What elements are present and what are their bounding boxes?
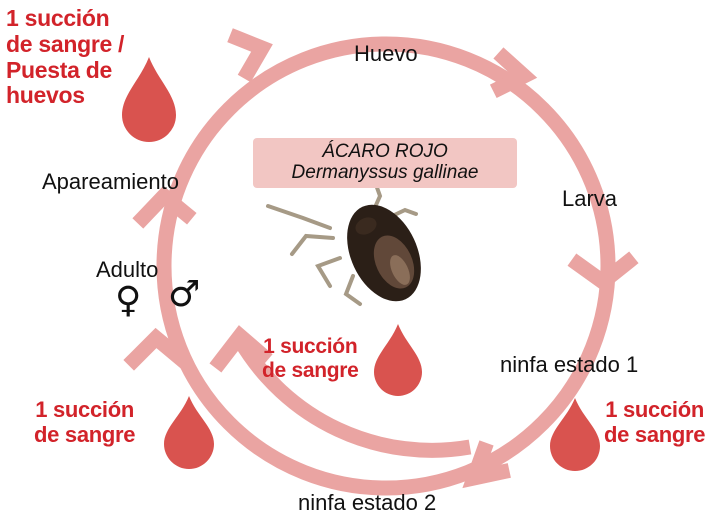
stage-mating-label: Apareamiento [42,169,179,194]
arrowhead-egg-left [227,28,273,83]
blood-meal-center-text: 1 succión de sangre [262,335,359,382]
arrowhead-adult-upper [132,185,197,229]
blood-meal-adult-text: 1 succión de sangre / Puesta de huevos [6,5,125,109]
inner-return-arc [233,336,472,458]
stage-nymph1-label: ninfa estado 1 [500,352,639,377]
arrowhead-inner-return [209,325,273,373]
stage-adult-label: Adulto [96,257,159,282]
arrowhead-nymph1 [462,440,511,489]
blood-meal-right-text: 1 succión de sangre [604,397,706,447]
species-scientific-name: Dermanyssus gallinae [291,162,479,184]
male-symbol-icon: ♂ [168,274,201,315]
stage-egg-label: Huevo [354,41,418,66]
arrowhead-larva [567,251,639,292]
arrowhead-adult-lower [123,327,191,371]
species-common-name: ÁCARO ROJO [322,141,448,162]
blood-drop-center [374,324,422,396]
arrowhead-egg-right [489,47,538,99]
stage-larva-label: Larva [562,186,618,211]
stage-nymph2-label: ninfa estado 2 [298,490,437,515]
blood-drop-right [550,398,600,471]
red-mite-illustration [266,180,421,306]
blood-drop-adult [122,57,176,142]
female-symbol-icon: ♀ [115,280,142,321]
blood-drop-left [164,396,214,469]
blood-meal-left-text: 1 succión de sangre [34,397,136,447]
species-title: ÁCARO ROJO Dermanyssus gallinae [253,138,517,188]
cycle-ring [156,36,616,496]
